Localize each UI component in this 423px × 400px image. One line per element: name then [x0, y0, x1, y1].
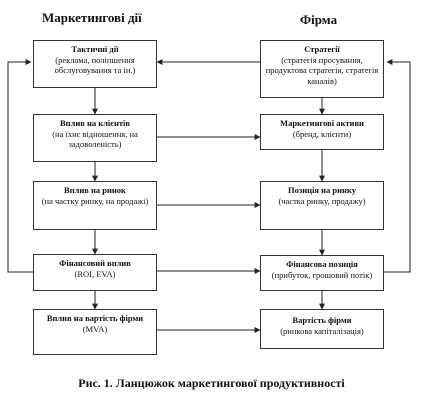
- figure-caption: Рис. 1. Ланцюжок маркетингової продуктив…: [78, 376, 345, 390]
- box-title: Тактичні дії: [71, 44, 119, 54]
- firm-value-box: Вартість фірми (ринкова капіталізація): [260, 309, 384, 349]
- box-title: Вплив на вартість фірми: [46, 313, 144, 323]
- box-title: Маркетингові активи: [280, 118, 364, 128]
- box-title: Вплив на ринок: [64, 185, 126, 195]
- box-description: (на частку ринку, на продажі): [41, 195, 149, 206]
- strategies-box: Стратегії (стратегія просування, продукт…: [260, 40, 384, 98]
- box-description: (ROI, EVA): [74, 268, 116, 279]
- financial-position-box: Фінансова позиція (прибуток, грошовий по…: [260, 255, 384, 291]
- right-column-header: Фірма: [300, 12, 338, 27]
- tactical-actions-box: Тактичні дії (реклама, поліпшення обслуг…: [33, 40, 157, 88]
- box-description: (частка ринку, продажу): [278, 195, 366, 206]
- box-description: (реклама, поліпшення обслуговування та і…: [54, 54, 136, 76]
- box-title: Стратегії: [304, 44, 340, 54]
- box-description: (MVA): [82, 323, 108, 334]
- box-description: (стратегія просування, продуктова страте…: [265, 54, 379, 86]
- box-title: Фінансова позиція: [286, 259, 358, 269]
- customer-impact-box: Вплив на клієнтів (на їхнє відношення, н…: [33, 114, 157, 162]
- marketing-assets-box: Маркетингові активи (бренд, клієнти): [260, 114, 384, 150]
- market-impact-box: Вплив на ринок (на частку ринку, на прод…: [33, 181, 157, 230]
- firm-value-impact-box: Вплив на вартість фірми (MVA): [33, 309, 157, 355]
- market-position-box: Позиція на ринку (частка ринку, продажу): [260, 181, 384, 230]
- connector-arrows: [7, 59, 411, 333]
- left-column-header: Маркетингові дії: [42, 10, 142, 25]
- box-title: Позиція на ринку: [288, 185, 356, 195]
- box-description: (бренд, клієнти): [292, 128, 352, 139]
- box-description: (ринкова капіталізація): [280, 325, 364, 336]
- box-description: (на їхнє відношення, на задоволеність): [52, 128, 138, 150]
- box-title: Вартість фірми: [292, 315, 352, 325]
- box-description: (прибуток, грошовий потік): [271, 269, 373, 280]
- financial-impact-box: Фінансовий вплив (ROI, EVA): [33, 254, 157, 291]
- box-title: Вплив на клієнтів: [60, 118, 130, 128]
- box-title: Фінансовий вплив: [59, 258, 131, 268]
